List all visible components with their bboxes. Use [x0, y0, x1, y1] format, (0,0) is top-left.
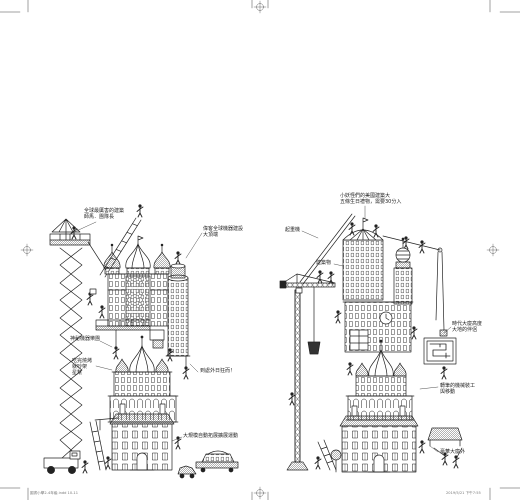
onion-domes-top — [103, 235, 171, 275]
worker-figure — [441, 366, 447, 379]
worker-figure — [289, 392, 295, 405]
ladder — [89, 420, 107, 471]
tower-crane — [279, 213, 356, 471]
label-crane: 起重機 — [285, 227, 301, 233]
central-tower — [125, 275, 151, 327]
label-machine-band: 神秘機器樂團 — [70, 336, 101, 342]
footer-left: 圖書小學2-4年級.indd 10-11 — [30, 491, 78, 495]
crate — [152, 339, 164, 349]
left-tower — [87, 204, 239, 479]
worker-figure — [175, 251, 181, 264]
worker-figure — [347, 362, 353, 375]
label-tower-height: 時代大廈高度 大地的伴侶 — [452, 321, 483, 334]
ladder — [317, 439, 337, 471]
middle-dome-building — [347, 339, 407, 397]
front-door — [373, 454, 385, 473]
worker-figure — [113, 346, 119, 359]
rope-line — [382, 235, 448, 337]
sofa-carriers — [427, 427, 463, 468]
float-cart — [195, 450, 239, 473]
footer-right: 2019/5/21 下午7:55 — [446, 491, 481, 495]
crane-base — [286, 461, 309, 471]
pulley — [437, 247, 443, 253]
car — [177, 465, 197, 479]
thin-tower — [165, 251, 191, 357]
crate — [149, 329, 165, 341]
worker-figure — [419, 440, 425, 453]
carried-box — [89, 288, 97, 295]
worker-figure — [453, 455, 459, 468]
label-top-dome: 偉客全球機器建設 大頂端 — [203, 226, 244, 239]
bottom-house — [339, 405, 419, 473]
worker-figure — [315, 456, 321, 469]
crane-jib — [282, 282, 336, 288]
leader-lines-right — [301, 205, 452, 453]
scissor-lift — [43, 218, 107, 474]
maze-picture — [423, 337, 457, 379]
leader-lines-left — [71, 221, 203, 442]
crane-boom — [299, 213, 356, 285]
worker-figure — [183, 366, 189, 379]
label-building: 建築物 — [316, 260, 332, 266]
crane-cab — [295, 287, 303, 294]
bottom-house — [109, 403, 175, 471]
label-expansion: 大規模自動拓展擴展運動 — [183, 433, 239, 439]
top-building — [342, 217, 384, 301]
worker-figure — [419, 240, 425, 253]
bulb-tower — [393, 237, 413, 305]
balcony — [87, 288, 151, 331]
label-shout: 到處外日狂而！ — [200, 368, 236, 374]
worker-figure — [82, 460, 88, 473]
right-tower — [315, 217, 463, 473]
front-door — [136, 452, 148, 471]
counterweight — [279, 280, 287, 289]
worker-figure — [105, 456, 111, 469]
lift-truck — [43, 450, 81, 474]
lift-platform — [49, 239, 91, 246]
registration-marks — [20, 0, 500, 500]
small-crane-arm — [94, 417, 119, 431]
label-bbq-gang: 吃完燒烤 就吵架 星幫 — [72, 358, 93, 377]
worker-figure — [175, 436, 181, 449]
middle-dome-building — [111, 335, 189, 397]
worker-figure — [335, 310, 341, 323]
worker-figure — [317, 270, 323, 283]
worker-figure — [137, 204, 143, 217]
canopy — [51, 218, 81, 241]
hanging-load — [307, 341, 321, 355]
worker-figure — [411, 326, 417, 339]
tree — [330, 449, 342, 473]
label-machinery: 轉筆的機械裝工 與移動 — [440, 383, 476, 396]
crate — [439, 329, 448, 337]
label-gift: 小妖怪們的美國建築大 五條生日禮物，需要30分入 — [340, 193, 402, 206]
label-architect: 全球最厲害的建築 師馬．團隊長 — [84, 208, 125, 221]
worker-figure — [99, 305, 105, 318]
label-mansion: 豪華大廈外 — [440, 449, 466, 455]
support-pole — [87, 241, 107, 271]
